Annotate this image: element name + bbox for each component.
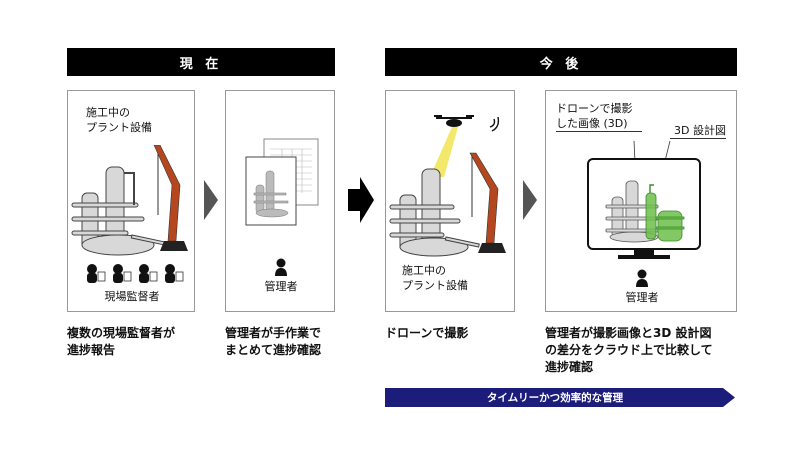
panel-future-drone: 施工中の プラント設備 <box>385 90 515 312</box>
plant-icon <box>389 168 480 257</box>
caption-future-drone: ドローンで撮影 <box>385 326 469 340</box>
supervisor-icon <box>87 264 106 283</box>
monitor-icon <box>587 158 701 259</box>
panel-current-site: 施工中の プラント設備 現場監督者 <box>67 90 195 312</box>
supervisor-icon <box>165 264 184 283</box>
caption-current-manager: 管理者が手作業で まとめて進捗確認 <box>225 326 322 357</box>
benefit-label: タイムリーかつ効率的な管理 <box>486 392 624 404</box>
header-current: 現 在 <box>67 48 335 76</box>
plant-photo-icon <box>245 156 297 226</box>
drone-image-label: ドローンで撮影 した画像 (3D) <box>556 101 643 132</box>
header-future: 今 後 <box>385 48 737 76</box>
caption-current-site: 複数の現場監督者が 進捗報告 <box>67 326 176 357</box>
panel-future-cloud: ドローンで撮影 した画像 (3D) 3D 設計図 管理者 <box>545 90 737 312</box>
signal-icon <box>489 116 500 132</box>
arrow-right-icon <box>348 177 374 223</box>
supervisor-icon <box>139 264 158 283</box>
crane-icon <box>153 145 188 251</box>
monitor-illustration <box>587 140 701 259</box>
supervisors-label: 現場監督者 <box>104 290 160 303</box>
documents-illustration <box>245 138 319 226</box>
plant-label: 施工中の プラント設備 <box>86 106 152 134</box>
supervisors-icons <box>87 264 184 283</box>
design-3d-model <box>645 184 685 242</box>
plant-illustration <box>71 145 188 256</box>
design-label: 3D 設計図 <box>670 123 726 139</box>
plant-3d-image <box>605 180 659 243</box>
manager-label: 管理者 <box>625 291 659 304</box>
drone-beam <box>430 127 458 177</box>
plant-icon <box>71 166 168 256</box>
manager-label: 管理者 <box>264 280 298 293</box>
benefit-arrow-bar <box>385 388 735 407</box>
panel-current-manager: 管理者 <box>225 90 335 312</box>
supervisor-icon <box>113 264 132 283</box>
manager-icon <box>275 258 287 276</box>
caption-future-cloud: 管理者が撮影画像と3D 設計図 の差分をクラウド上で比較して 進捗確認 <box>545 326 713 374</box>
drone-scene-illustration <box>389 115 506 257</box>
chevron-right-icon <box>523 180 537 220</box>
drone-icon <box>434 115 474 127</box>
manager-icon <box>636 269 648 287</box>
crane-icon <box>469 152 506 253</box>
plant-label: 施工中の プラント設備 <box>402 264 468 292</box>
chevron-right-icon <box>204 180 218 220</box>
